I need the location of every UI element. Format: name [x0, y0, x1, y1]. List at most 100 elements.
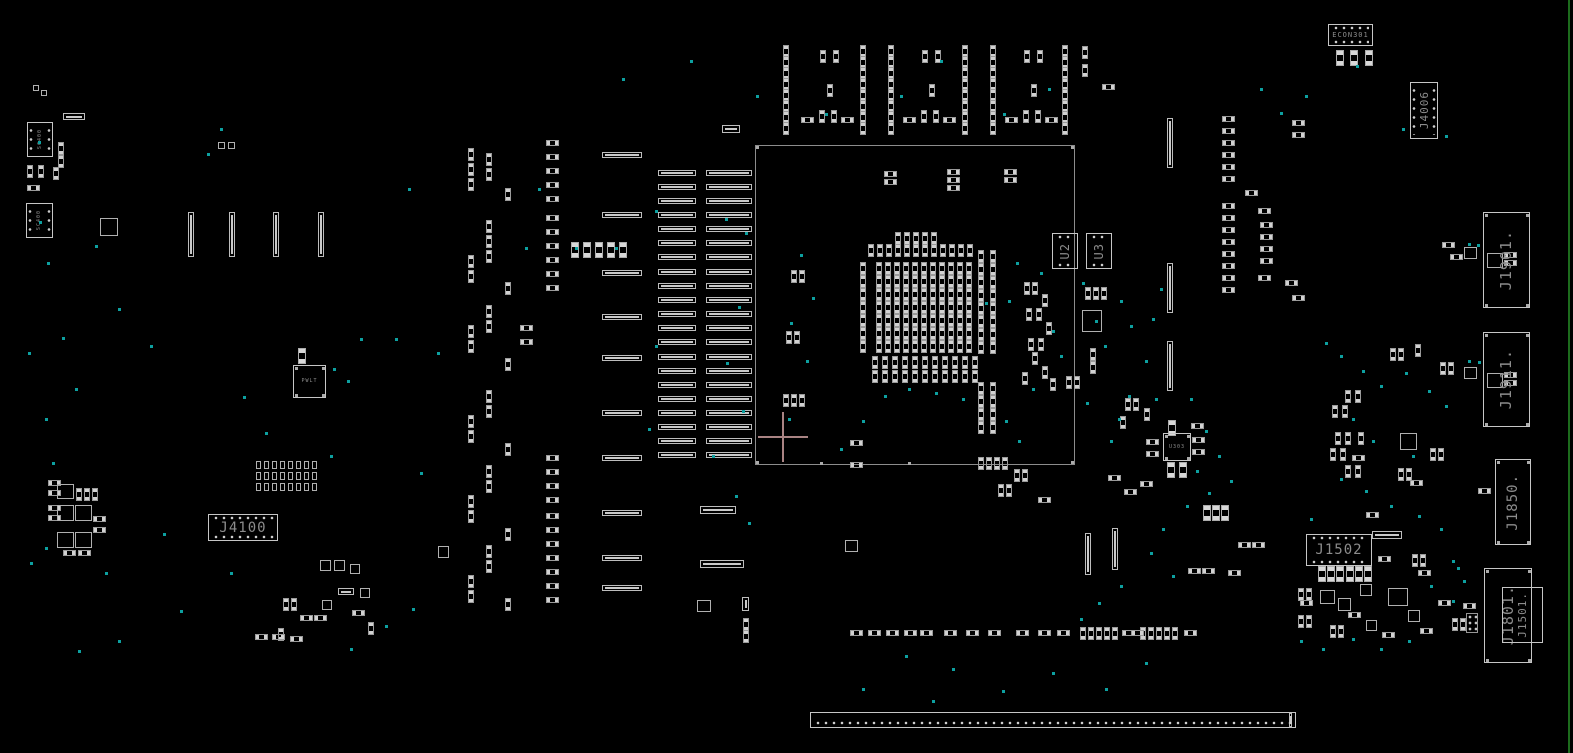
smd-capacitor	[571, 242, 579, 258]
test-point	[1340, 478, 1343, 481]
smd-capacitor	[486, 560, 492, 573]
slot-pad	[706, 339, 752, 345]
smd-capacitor	[990, 122, 996, 135]
smd-resistor	[1228, 570, 1241, 576]
refdes-label-J4006: J4006	[1417, 91, 1431, 130]
test-point	[52, 462, 55, 465]
component-J1850[interactable]: J1850.	[1495, 459, 1531, 545]
smd-resistor	[1504, 372, 1517, 378]
component-SC400A[interactable]: SC400	[27, 122, 53, 157]
component-outline	[1360, 584, 1372, 596]
component-J1502[interactable]: J1502	[1306, 534, 1372, 566]
component-U3[interactable]: U3	[1086, 233, 1112, 269]
test-point	[1120, 300, 1123, 303]
bga-decoupling-capacitor	[948, 301, 954, 314]
component-J1801[interactable]: J1801.	[1484, 568, 1532, 663]
smd-resistor	[1124, 489, 1137, 495]
slot-pad	[658, 254, 696, 260]
test-point	[940, 60, 943, 63]
slot-pad	[706, 212, 752, 218]
component-J1501[interactable]: J1501.	[1502, 587, 1543, 643]
bga-decoupling-capacitor	[912, 370, 918, 383]
test-point	[1305, 95, 1308, 98]
smd-capacitor	[819, 110, 825, 123]
smd-capacitor	[922, 50, 928, 63]
smd-capacitor	[1212, 505, 1220, 521]
smd-capacitor	[58, 155, 64, 168]
slot-pad	[658, 325, 696, 331]
smd-resistor	[1504, 260, 1517, 266]
smd-capacitor	[27, 165, 33, 178]
smd-capacitor	[1338, 625, 1344, 638]
component-PWLT[interactable]: PWLT	[293, 365, 326, 398]
component-U303[interactable]: U303	[1163, 433, 1191, 461]
smd-capacitor	[1203, 505, 1211, 521]
test-point	[1457, 567, 1460, 570]
pad-array-pad	[272, 483, 277, 491]
bga-decoupling-capacitor	[885, 327, 891, 340]
test-point	[932, 700, 935, 703]
test-point	[47, 262, 50, 265]
bga-decoupling-capacitor	[894, 288, 900, 301]
component-J4006[interactable]: J4006	[1410, 82, 1438, 139]
test-point	[1352, 418, 1355, 421]
slot-pad	[706, 410, 752, 416]
smd-capacitor	[1292, 120, 1305, 126]
test-point	[1052, 672, 1055, 675]
component-ECON301[interactable]: ECON301	[1328, 24, 1373, 46]
bga-decoupling-capacitor	[939, 301, 945, 314]
smd-resistor	[1192, 437, 1205, 443]
component-outline	[360, 588, 370, 598]
smd-resistor	[943, 117, 956, 123]
smd-capacitor	[1292, 132, 1305, 138]
bga-decoupling-capacitor	[872, 356, 878, 369]
smd-resistor	[850, 630, 863, 636]
test-point	[1160, 288, 1163, 291]
smd-resistor	[966, 630, 979, 636]
slot-pad	[318, 212, 324, 257]
slot-pad	[602, 212, 642, 218]
component-U2[interactable]: U2	[1052, 233, 1078, 269]
component-outline	[350, 564, 360, 574]
bga-decoupling-capacitor	[978, 315, 984, 328]
smd-capacitor	[546, 569, 559, 575]
component-J1911[interactable]: J1911.	[1483, 332, 1530, 427]
smd-capacitor	[1222, 164, 1235, 170]
smd-capacitor	[1350, 50, 1358, 66]
edge-connector[interactable]	[810, 712, 1296, 728]
smd-capacitor	[1460, 618, 1466, 631]
test-point	[655, 345, 658, 348]
smd-capacitor	[1133, 398, 1139, 411]
slot-pad	[658, 226, 696, 232]
test-point	[1372, 440, 1375, 443]
component-outline	[75, 505, 92, 521]
smd-capacitor	[794, 331, 800, 344]
test-point	[333, 368, 336, 371]
pad-array-pad	[304, 483, 309, 491]
component-J4100[interactable]: J4100	[208, 514, 278, 541]
slot-pad	[700, 506, 736, 514]
test-point	[1440, 528, 1443, 531]
smd-capacitor	[1222, 251, 1235, 257]
pad-array-pad	[280, 472, 285, 480]
component-J1901[interactable]: J1901.	[1483, 212, 1530, 308]
bga-decoupling-capacitor	[882, 370, 888, 383]
slot-pad	[602, 455, 642, 461]
pin-row	[29, 126, 33, 153]
test-point	[884, 395, 887, 398]
smd-capacitor	[1156, 627, 1162, 640]
slot-pad	[229, 212, 235, 257]
smd-capacitor	[1036, 308, 1042, 321]
smd-resistor	[1292, 295, 1305, 301]
test-point	[1463, 580, 1466, 583]
component-SC400B[interactable]: SC400	[26, 203, 53, 238]
smd-capacitor	[1345, 465, 1351, 478]
slot-pad	[658, 170, 696, 176]
component-outline	[1464, 247, 1477, 259]
smd-capacitor	[58, 142, 64, 155]
bga-decoupling-capacitor	[913, 244, 919, 257]
smd-resistor	[1038, 630, 1051, 636]
bga-decoupling-capacitor	[876, 340, 882, 353]
bga-decoupling-capacitor	[939, 340, 945, 353]
smd-resistor	[1418, 570, 1431, 576]
